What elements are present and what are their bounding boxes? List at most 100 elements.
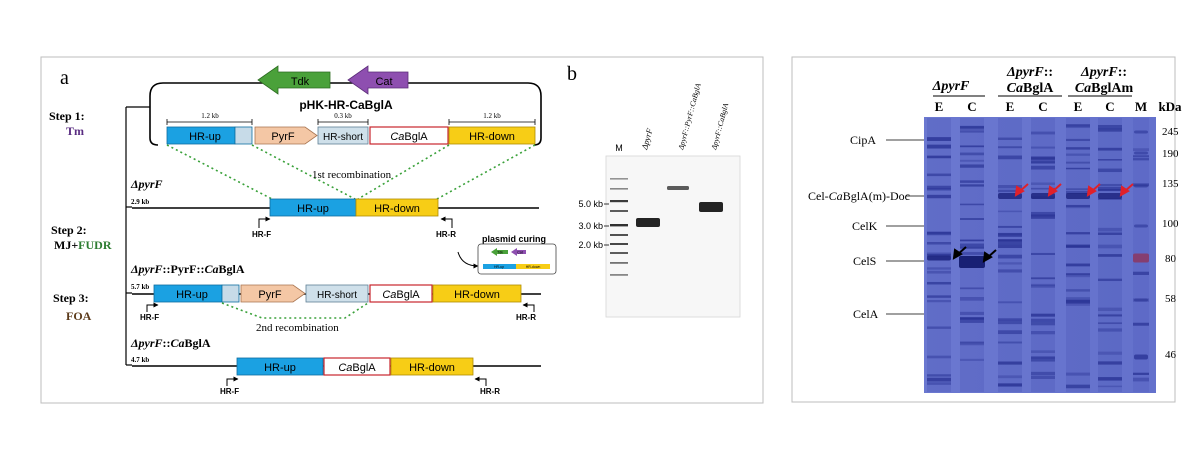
gel-band bbox=[960, 239, 984, 242]
gel-band bbox=[1098, 314, 1122, 317]
gel-band bbox=[1031, 277, 1055, 280]
gel-band bbox=[960, 145, 984, 147]
header-cabglam-line2: CaBglAm bbox=[1075, 81, 1134, 96]
gel-band bbox=[960, 311, 984, 315]
gel-band bbox=[927, 232, 951, 236]
step2-condition: MJ+FUDR bbox=[54, 238, 112, 252]
plasmid-curing-label: plasmid curing bbox=[482, 234, 546, 244]
ladder-2kb: 2.0 kb bbox=[578, 240, 603, 250]
black-arrow-2 bbox=[982, 249, 997, 263]
gel-strong-band bbox=[1134, 298, 1148, 302]
gel-strong-band bbox=[1134, 354, 1148, 360]
final-primer-f: HR-F bbox=[220, 387, 239, 396]
gel-band bbox=[1031, 318, 1055, 322]
mini-tdk: Tdk bbox=[497, 251, 503, 255]
intermediate-hr-down: HR-down bbox=[454, 289, 500, 301]
gel-band bbox=[960, 164, 984, 168]
final-size: 4.7 kb bbox=[131, 356, 149, 364]
gel-band bbox=[1066, 204, 1090, 208]
step1-title: Step 1: bbox=[49, 109, 85, 123]
gel-band bbox=[927, 267, 951, 270]
gel-band bbox=[998, 210, 1022, 213]
label-celk: CelK bbox=[852, 219, 878, 233]
gel-band bbox=[1098, 147, 1122, 151]
lane-m: M bbox=[1135, 99, 1147, 114]
dpyrf-locus: HR-up HR-down bbox=[269, 198, 439, 217]
gel-band bbox=[998, 375, 1022, 379]
gel-band bbox=[1066, 147, 1090, 150]
gel-band bbox=[927, 187, 951, 191]
gel-band bbox=[1066, 245, 1090, 248]
gel-band bbox=[927, 377, 951, 382]
gel-band bbox=[1031, 187, 1055, 190]
gel-band bbox=[998, 383, 1022, 387]
gel-band bbox=[1031, 283, 1055, 287]
gel-band bbox=[1066, 147, 1090, 150]
gel-band bbox=[1031, 321, 1055, 326]
gel-band bbox=[927, 253, 951, 257]
step2-title: Step 2: bbox=[51, 223, 87, 237]
gel-band bbox=[1098, 183, 1122, 187]
dpyrf-strain-label: ΔpyrF bbox=[130, 177, 163, 191]
step1-condition: Tm bbox=[66, 124, 84, 138]
gel-band bbox=[1098, 322, 1122, 325]
gel-band bbox=[1098, 307, 1122, 312]
gel-band bbox=[960, 126, 984, 130]
gel-band bbox=[998, 330, 1022, 335]
gel-band bbox=[960, 203, 984, 206]
intermediate-size: 5.7 kb bbox=[131, 283, 149, 291]
gel-band bbox=[1098, 361, 1122, 365]
gel-band bbox=[927, 355, 951, 359]
gel-band bbox=[960, 341, 984, 346]
gel-band bbox=[1066, 188, 1090, 191]
gel-band bbox=[960, 341, 984, 344]
ladder-3kb: 3.0 kb bbox=[578, 221, 603, 231]
gel-band bbox=[998, 318, 1022, 321]
gel-band bbox=[927, 295, 951, 297]
panel-a-label: a bbox=[60, 67, 69, 89]
gel-band bbox=[1031, 359, 1055, 362]
gel-band bbox=[960, 246, 984, 249]
gel-band bbox=[998, 233, 1022, 238]
gel-background bbox=[605, 155, 741, 318]
gel-band bbox=[1031, 331, 1055, 335]
cat-label: Cat bbox=[375, 76, 392, 88]
gel-band bbox=[1031, 131, 1055, 135]
gel-band bbox=[1066, 190, 1090, 194]
gel-band bbox=[998, 361, 1022, 365]
gel-band bbox=[927, 241, 951, 244]
gel-band bbox=[1031, 252, 1055, 256]
tdk-marker: Tdk bbox=[257, 65, 331, 95]
gel-band bbox=[1098, 227, 1122, 232]
gel-band bbox=[927, 173, 951, 177]
black-arrow-1 bbox=[952, 246, 967, 260]
gel-band bbox=[960, 287, 984, 290]
band-arrows bbox=[952, 183, 1134, 263]
gel-band bbox=[1098, 244, 1122, 249]
gel-band bbox=[1031, 211, 1055, 215]
gel-band bbox=[927, 281, 951, 285]
gel-strong-band bbox=[1134, 184, 1148, 188]
gel-band bbox=[1133, 148, 1149, 151]
panel-b-label: b bbox=[567, 63, 577, 85]
gel-band bbox=[1066, 153, 1090, 156]
intermediate-cabgla: CaBglA bbox=[382, 289, 420, 301]
gel-band bbox=[927, 270, 951, 274]
gel-band bbox=[1098, 147, 1122, 151]
gel-band bbox=[998, 262, 1022, 265]
kda-80: 80 bbox=[1165, 253, 1177, 265]
gel-band bbox=[1133, 271, 1149, 275]
first-recombination-label: 1st recombination bbox=[312, 169, 392, 181]
gel-band bbox=[927, 296, 951, 298]
gel-band bbox=[1066, 138, 1090, 142]
gel-band bbox=[960, 319, 984, 323]
gel-lane bbox=[1066, 118, 1090, 392]
gel-band bbox=[1031, 350, 1055, 353]
final-hr-up: HR-up bbox=[264, 362, 296, 374]
gel-band bbox=[1066, 167, 1090, 170]
kda-190: 190 bbox=[1162, 148, 1179, 160]
gel-band bbox=[998, 341, 1022, 344]
gel-band bbox=[960, 145, 984, 148]
gel-band bbox=[1031, 156, 1055, 159]
